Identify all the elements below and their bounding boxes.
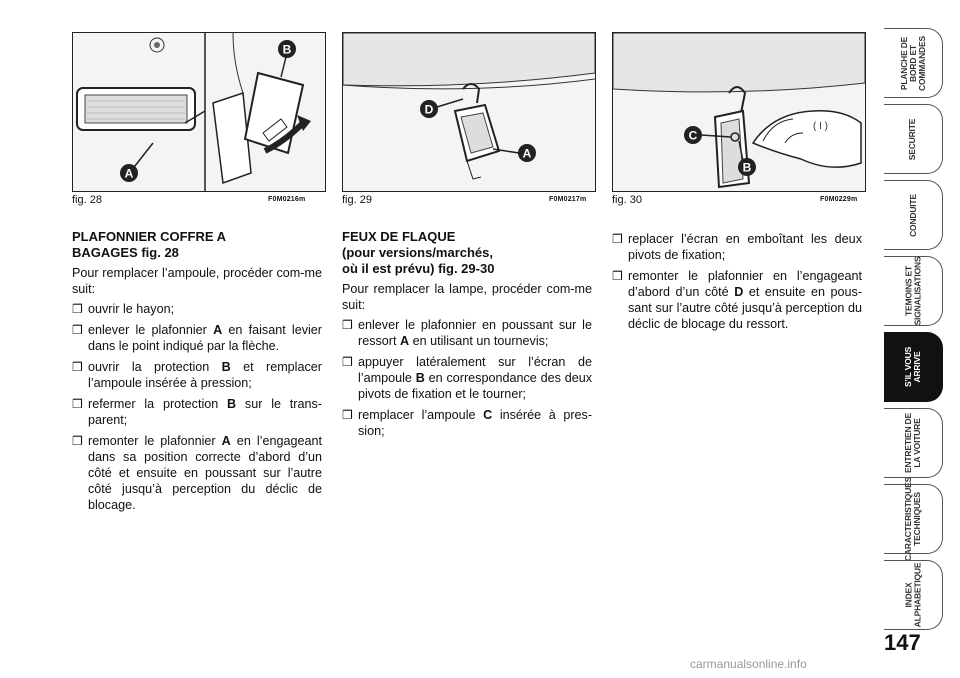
svg-text:B: B xyxy=(283,43,292,57)
list-item: ❒replacer l’écran en emboîtant les deux … xyxy=(612,232,862,262)
figure-30-code: F0M0229m xyxy=(820,196,858,203)
svg-text:C: C xyxy=(689,129,698,143)
list-item: ❒remonter le plafonnier en l’engageant d… xyxy=(612,269,863,331)
tab-caracteristiques[interactable]: CARACTERISTIQUES TECHNIQUES xyxy=(884,477,943,561)
column-continuation: ❒replacer l’écran en emboîtant les deux … xyxy=(612,231,862,337)
list-item: ❒appuyer latéralement sur l’écran de l’a… xyxy=(342,355,592,401)
column-feux-de-flaque: FEUX DE FLAQUE (pour versions/marchés, o… xyxy=(342,229,592,444)
figure-30-illustration: ( I ) C B xyxy=(613,33,865,191)
list-item: ❒ouvrir la protection B et remplacer l’a… xyxy=(72,360,322,390)
checkbox-bullet-icon: ❒ xyxy=(72,397,83,411)
tab-temoins[interactable]: TEMOINS ET SIGNALISATIONS xyxy=(884,256,943,326)
checkbox-bullet-icon: ❒ xyxy=(72,302,83,316)
figure-29-code: F0M0217m xyxy=(549,196,587,203)
tab-entretien[interactable]: ENTRETIEN DE LA VOITURE xyxy=(884,408,943,478)
svg-text:A: A xyxy=(125,167,134,181)
figure-29-illustration: D A xyxy=(343,33,595,191)
checkbox-bullet-icon: ❒ xyxy=(342,408,353,422)
tab-index[interactable]: INDEX ALPHABETIQUE xyxy=(884,560,943,630)
intro-paragraph: Pour remplacer l’ampoule, procéder com-m… xyxy=(72,266,322,296)
figure-28: A B xyxy=(72,32,326,192)
section-heading-feux: FEUX DE FLAQUE (pour versions/marchés, o… xyxy=(342,229,495,276)
svg-text:A: A xyxy=(523,147,532,161)
checkbox-bullet-icon: ❒ xyxy=(612,232,623,246)
tab-conduite[interactable]: CONDUITE xyxy=(884,180,943,250)
checkbox-bullet-icon: ❒ xyxy=(612,269,623,283)
list-item: ❒remonter le plafonnier A en l’engageant… xyxy=(72,434,322,512)
intro-paragraph: Pour remplacer la lampe, procéder com-me… xyxy=(342,282,592,312)
svg-text:D: D xyxy=(425,103,434,117)
list-item: ❒enlever le plafonnier en poussant sur l… xyxy=(342,318,592,348)
figure-28-caption: fig. 28 xyxy=(72,194,102,206)
svg-text:( I ): ( I ) xyxy=(813,121,828,132)
list-item: ❒refermer la protection B sur le trans-p… xyxy=(72,397,322,427)
tab-sil-vous-arrive[interactable]: S’IL VOUS ARRIVE xyxy=(884,332,943,402)
figure-30: ( I ) C B xyxy=(612,32,866,192)
tab-securite[interactable]: SECURITE xyxy=(884,104,943,174)
checkbox-bullet-icon: ❒ xyxy=(342,318,353,332)
list-item: ❒ouvrir le hayon; xyxy=(72,302,175,316)
column-plafonnier: PLAFONNIER COFFRE A BAGAGES fig. 28 Pour… xyxy=(72,229,322,518)
tab-planche-de-bord[interactable]: PLANCHE DE BORD ET COMMANDES xyxy=(884,28,943,98)
section-heading-plafonnier: PLAFONNIER COFFRE A BAGAGES fig. 28 xyxy=(72,229,227,260)
checkbox-bullet-icon: ❒ xyxy=(72,434,83,448)
figure-29: D A xyxy=(342,32,596,192)
figure-28-code: F0M0216m xyxy=(268,196,306,203)
checkbox-bullet-icon: ❒ xyxy=(342,355,353,369)
figure-28-illustration: A B xyxy=(73,33,325,191)
page-number: 147 xyxy=(884,630,921,655)
svg-text:B: B xyxy=(743,161,752,175)
list-item: ❒remplacer l’ampoule C insérée à pres-si… xyxy=(342,408,593,438)
checkbox-bullet-icon: ❒ xyxy=(72,360,83,374)
figure-30-caption: fig. 30 xyxy=(612,194,642,206)
list-item: ❒enlever le plafonnier A en faisant levi… xyxy=(72,323,323,353)
figure-29-caption: fig. 29 xyxy=(342,194,372,206)
watermark: carmanualsonline.info xyxy=(690,657,807,671)
checkbox-bullet-icon: ❒ xyxy=(72,323,83,337)
